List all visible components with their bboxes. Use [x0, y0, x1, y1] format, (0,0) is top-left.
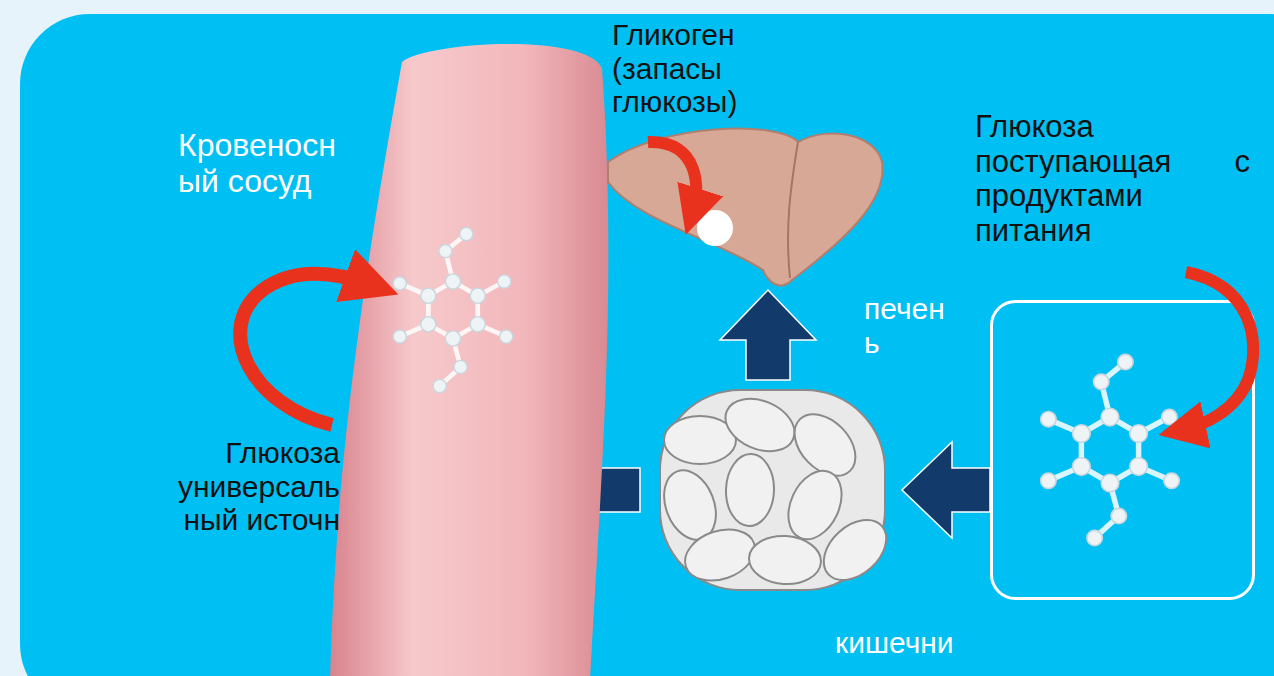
node-label: Кровеносный сосуд [178, 128, 350, 200]
block-arrow [720, 290, 816, 380]
node-label: Глюкоза поступающая с продуктами питания [975, 110, 1250, 249]
diagram-node: Кровеносный сосудГлюкоза универсальный и… [170, 40, 535, 676]
node-label: Гликоген (запасы глюкозы) [612, 18, 792, 119]
glucose-box [990, 300, 1255, 600]
node-label: кишечни [835, 626, 1035, 660]
diagram-node: Гликоген (запасы глюкозы)печень [600, 120, 885, 290]
block-arrow [902, 442, 990, 538]
liver [600, 120, 885, 290]
intestine [640, 380, 902, 600]
panel [20, 14, 1274, 676]
node-label: печень [864, 292, 946, 359]
diagram-node: Глюкоза поступающая с продуктами питания [990, 300, 1255, 600]
node-label: Глюкоза универсальный источн [168, 436, 340, 537]
diagram-node: кишечни [640, 380, 902, 600]
red-arrow [1182, 272, 1253, 430]
